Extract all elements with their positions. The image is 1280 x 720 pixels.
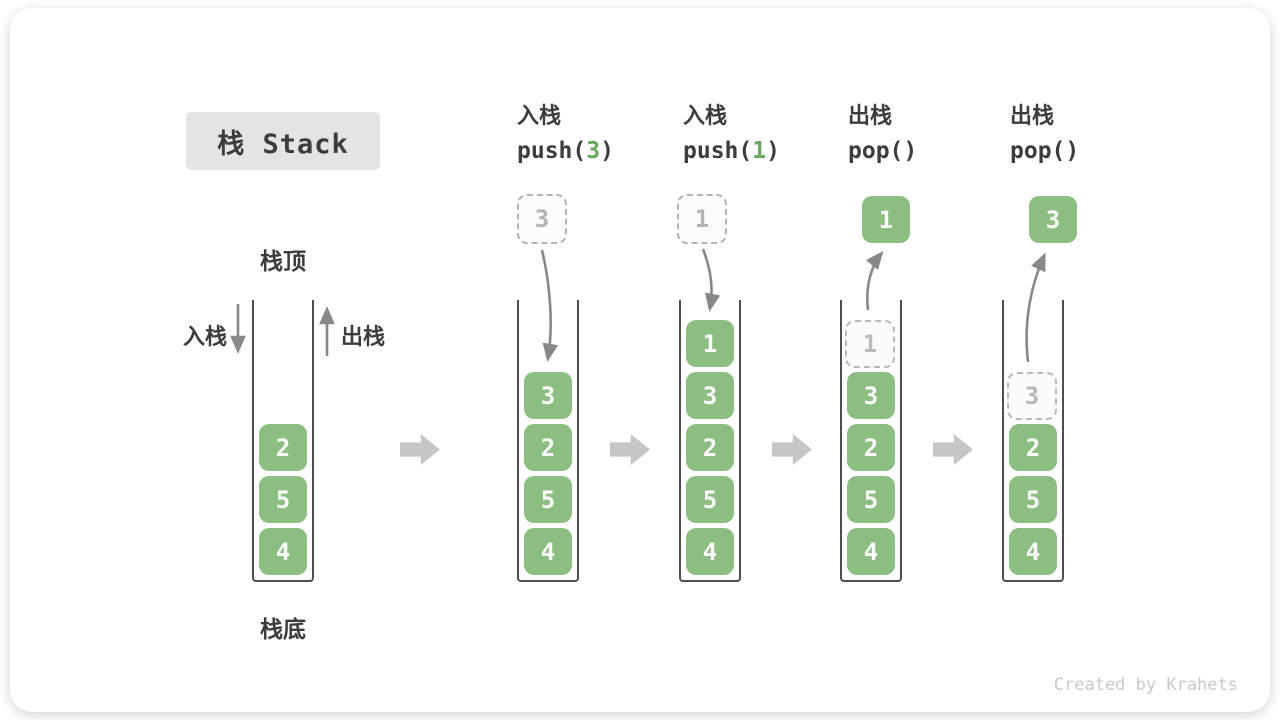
- operation-name: 出栈: [1010, 104, 1055, 129]
- stack-item: 5: [259, 476, 307, 523]
- stack-item: 4: [686, 528, 734, 575]
- stack-item: 3: [686, 372, 734, 419]
- stack-item: 5: [524, 476, 572, 523]
- stack-item: 4: [847, 528, 895, 575]
- operation-call: push(3): [517, 136, 614, 166]
- stack-item: 4: [524, 528, 572, 575]
- operation-call: pop(): [848, 138, 918, 164]
- operation-label-push3: 入栈 push(3): [517, 104, 614, 166]
- stack-item: 5: [686, 476, 734, 523]
- popped-value-box: 1: [862, 196, 910, 243]
- stack-item: 4: [1009, 528, 1057, 575]
- stack-item: 5: [847, 476, 895, 523]
- call-close: ): [600, 138, 614, 164]
- stack-item: 5: [1009, 476, 1057, 523]
- flow-arrow-icon: [772, 434, 812, 465]
- operation-name: 出栈: [848, 104, 893, 129]
- operation-name: 入栈: [683, 104, 728, 129]
- watermark: Created by Krahets: [1053, 675, 1238, 695]
- stack-top-label: 栈顶: [260, 249, 306, 275]
- operation-label-pop1: 出栈 pop(): [848, 104, 917, 166]
- operation-call: pop(): [1010, 138, 1080, 164]
- flow-arrow-icon: [610, 434, 650, 465]
- call-open: push(: [683, 138, 753, 164]
- stack-item: 2: [847, 424, 895, 471]
- operation-label-pop3: 出栈 pop(): [1010, 104, 1079, 166]
- call-arg: 3: [586, 138, 601, 164]
- pop-side-label: 出栈: [341, 325, 386, 350]
- stack-item: 2: [259, 424, 307, 471]
- call-arg: 1: [752, 138, 767, 164]
- popped-value-box: 3: [1029, 196, 1077, 243]
- call-open: push(: [517, 138, 587, 164]
- incoming-value-box: 1: [677, 194, 727, 244]
- diagram-title: 栈 Stack: [186, 112, 380, 170]
- operation-call: push(1): [683, 136, 780, 166]
- incoming-value-box: 3: [517, 194, 567, 244]
- stack-item: 4: [259, 528, 307, 575]
- operation-name: 入栈: [517, 104, 562, 129]
- flow-arrow-icon: [933, 434, 973, 465]
- call-close: ): [766, 138, 780, 164]
- stack-item: 2: [686, 424, 734, 471]
- stack-bottom-label: 栈底: [260, 617, 306, 643]
- stack-item: 3: [847, 372, 895, 419]
- stack-item: 1: [686, 320, 734, 367]
- operation-label-push1: 入栈 push(1): [683, 104, 780, 166]
- flow-arrow-icon: [400, 434, 440, 465]
- ghost-item: 1: [845, 320, 895, 368]
- ghost-item: 3: [1007, 372, 1057, 420]
- stack-item: 2: [524, 424, 572, 471]
- stack-item: 3: [524, 372, 572, 419]
- push-side-label: 入栈: [183, 325, 228, 350]
- stack-item: 2: [1009, 424, 1057, 471]
